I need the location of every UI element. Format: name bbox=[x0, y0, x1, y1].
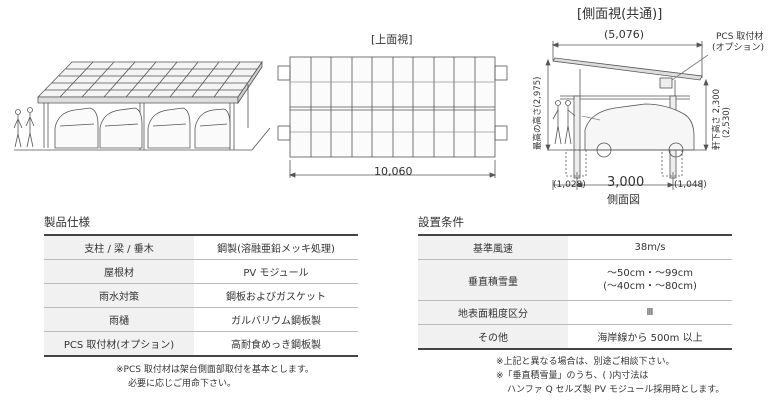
carport-perspective bbox=[13, 60, 271, 151]
top-view-width-dim: 10,060 bbox=[374, 165, 413, 178]
snow-load-value: ～50cm・～99cm bbox=[607, 268, 693, 279]
spec-item: 雨樋 bbox=[44, 307, 194, 332]
side-view-drawing bbox=[545, 41, 709, 190]
side-view-caption: 側面図 bbox=[607, 193, 640, 206]
spec-value: 鋼板およびガスケット bbox=[194, 283, 358, 308]
spec-value: 鋼製(溶融亜鉛メッキ処理) bbox=[194, 234, 358, 260]
install-conditions-table: 基準風速 38m/s 垂直積雪量 ～50cm・～99cm (～40cm・～80c… bbox=[418, 234, 732, 350]
max-height-dim: 最高の高さ(2,975) bbox=[533, 76, 543, 150]
spec-item: 支柱 / 梁 / 垂木 bbox=[44, 234, 194, 260]
condition-value: ～50cm・～99cm (～40cm・～80cm) bbox=[568, 259, 732, 301]
condition-value: Ⅲ bbox=[568, 300, 732, 325]
product-specs-title: 製品仕様 bbox=[44, 215, 90, 229]
drawings-svg bbox=[13, 41, 709, 190]
pcs-note-line2: (オプション) bbox=[712, 43, 765, 53]
condition-item: 基準風速 bbox=[418, 234, 568, 260]
top-view-drawing bbox=[277, 56, 508, 178]
side-view-overall-dim: (5,076) bbox=[604, 28, 645, 41]
top-view-title: [上面視] bbox=[371, 33, 413, 46]
eave-height-dim: 軒下高さ 2,300 bbox=[712, 88, 722, 150]
install-conditions-note-1: ※上記と異なる場合は、別途ご相談下さい。 bbox=[496, 357, 675, 367]
spec-item: 屋根材 bbox=[44, 259, 194, 284]
table-row: 地表面粗度区分 Ⅲ bbox=[418, 300, 732, 325]
product-specs-table: 支柱 / 梁 / 垂木 鋼製(溶融亜鉛メッキ処理) 屋根材 PV モジュール 雨… bbox=[44, 234, 358, 357]
condition-value: 海岸線から 500m 以上 bbox=[568, 324, 732, 350]
condition-value: 38m/s bbox=[568, 234, 732, 260]
table-row: 屋根材 PV モジュール bbox=[44, 259, 358, 284]
product-specs-note-1: ※PCS 取付材は架台側面部取付を基本とします。 bbox=[116, 365, 314, 375]
condition-item: 垂直積雪量 bbox=[418, 259, 568, 301]
drawings-area: [上面視] 10,060 [側面視(共通)] (5,076) PCS 取付材 (… bbox=[13, 7, 765, 206]
table-row: 支柱 / 梁 / 垂木 鋼製(溶融亜鉛メッキ処理) bbox=[44, 234, 358, 260]
table-row: 基準風速 38m/s bbox=[418, 234, 732, 260]
spec-item: PCS 取付材(オプション) bbox=[44, 331, 194, 357]
table-row: 垂直積雪量 ～50cm・～99cm (～40cm・～80cm) bbox=[418, 259, 732, 301]
table-row: 雨樋 ガルバリウム鋼板製 bbox=[44, 307, 358, 332]
snow-load-value-alt: (～40cm・～80cm) bbox=[603, 281, 697, 292]
install-conditions-note-2: ※「垂直積雪量」のうち、( )内寸法は bbox=[496, 371, 649, 381]
right-overhang-dim: (1,048) bbox=[674, 180, 707, 190]
spec-value: ガルバリウム鋼板製 bbox=[194, 307, 358, 332]
install-conditions-title: 設置条件 bbox=[418, 215, 464, 229]
condition-item: その他 bbox=[418, 324, 568, 350]
spec-value: PV モジュール bbox=[194, 259, 358, 284]
spec-value: 高耐食めっき鋼板製 bbox=[194, 331, 358, 357]
side-view-title: [側面視(共通)] bbox=[577, 7, 663, 22]
left-overhang-dim: (1,028) bbox=[553, 180, 586, 190]
pcs-note-line1: PCS 取付材 bbox=[716, 32, 764, 42]
install-conditions-note-3: ハンファ Q セルズ製 PV モジュール採用時とします。 bbox=[507, 385, 725, 395]
product-specs-note-2: 必要に応じご用命下さい。 bbox=[128, 379, 237, 389]
spec-item: 雨水対策 bbox=[44, 283, 194, 308]
span-dim: 3,000 bbox=[607, 175, 645, 190]
condition-item: 地表面粗度区分 bbox=[418, 300, 568, 325]
eave-height-alt-dim: (2,530) bbox=[722, 107, 732, 138]
table-row: その他 海岸線から 500m 以上 bbox=[418, 324, 732, 350]
table-row: PCS 取付材(オプション) 高耐食めっき鋼板製 bbox=[44, 331, 358, 357]
table-row: 雨水対策 鋼板およびガスケット bbox=[44, 283, 358, 308]
